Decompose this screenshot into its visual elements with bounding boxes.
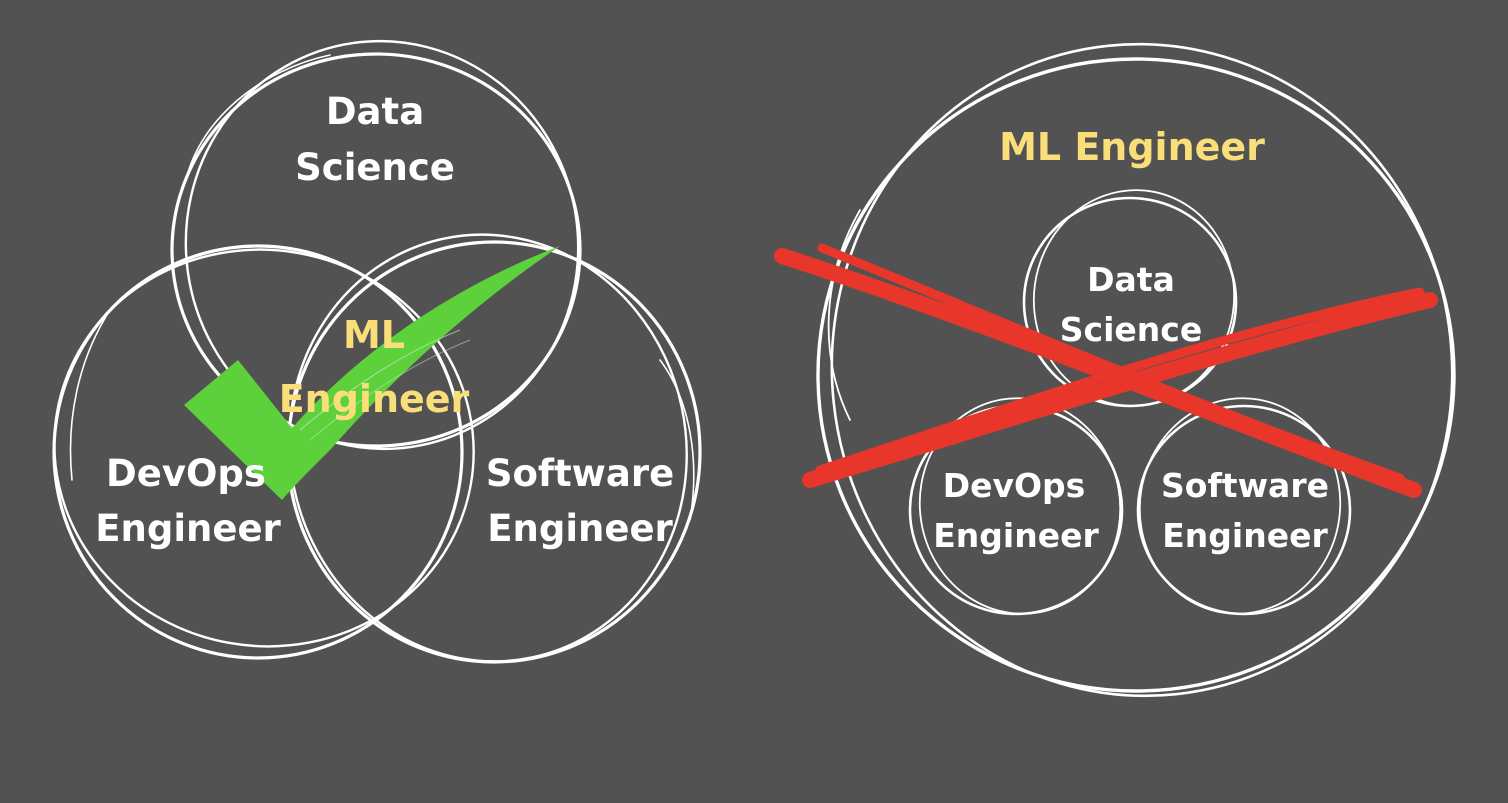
nested-diagram: ML Engineer Data Science DevOps Engineer… (774, 42, 1456, 698)
nested-label-software-line1: Software (1161, 466, 1329, 505)
check-icon (184, 246, 560, 500)
venn-label-data-science-line2: Science (295, 146, 455, 189)
nested-outer-circle (816, 42, 1456, 698)
venn-circle-data-science (170, 39, 582, 451)
nested-circle-data-science (1022, 189, 1238, 408)
nested-label-software-line2: Engineer (1162, 516, 1328, 555)
nested-label-data-science-line1: Data (1087, 260, 1175, 299)
venn-label-software-line2: Engineer (487, 507, 673, 550)
venn-label-devops-line1: DevOps (106, 452, 266, 495)
venn-circle-devops (52, 244, 475, 660)
venn-label-ml-line2: Engineer (279, 377, 470, 421)
venn-label-software-line1: Software (486, 452, 674, 495)
venn-diagram: Data Science DevOps Engineer Software En… (52, 39, 702, 664)
nested-label-devops-line1: DevOps (943, 466, 1086, 505)
nested-label-ml-engineer: ML Engineer (999, 125, 1265, 169)
venn-label-data-science-line1: Data (326, 90, 424, 133)
cross-icon (774, 243, 1438, 498)
nested-circle-software (1136, 397, 1352, 616)
nested-label-devops-line2: Engineer (933, 516, 1099, 555)
venn-label-ml-line1: ML (343, 313, 405, 357)
nested-label-data-science-line2: Science (1060, 310, 1202, 349)
venn-label-devops-line2: Engineer (95, 507, 281, 550)
